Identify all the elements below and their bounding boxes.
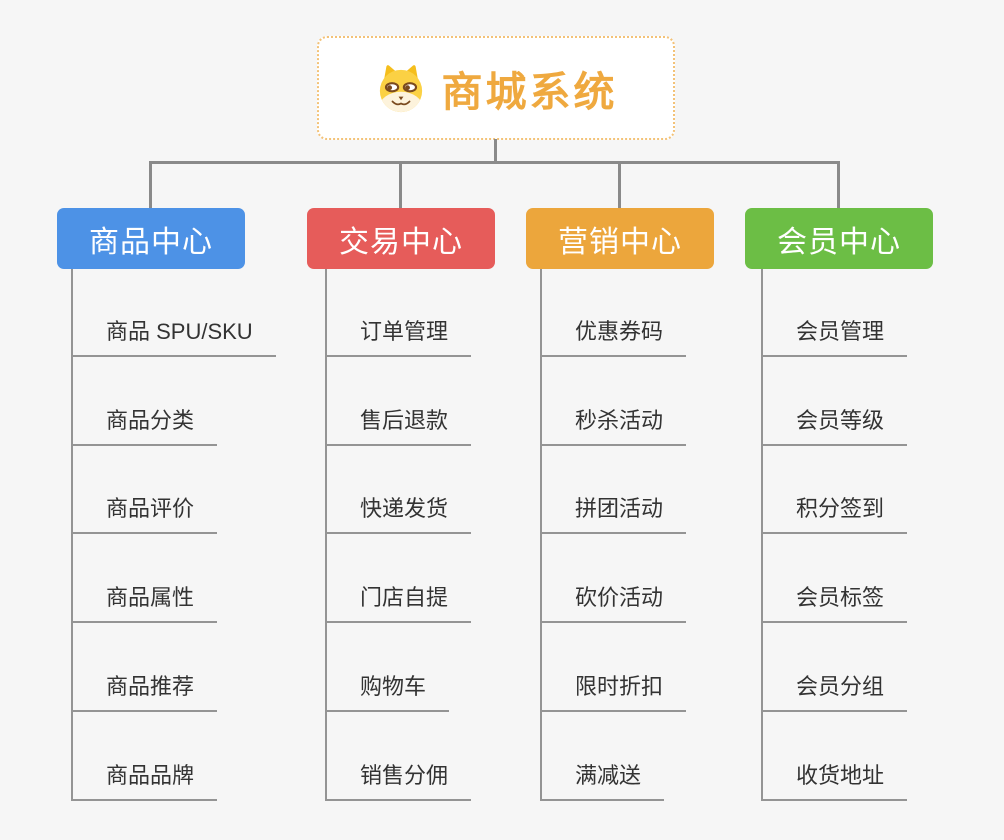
connector-horizontal-rail [149,161,840,164]
leaf-node[interactable]: 限时折扣 [540,666,687,712]
leaf-node[interactable]: 优惠券码 [540,311,687,357]
leaf-node[interactable]: 满减送 [540,755,665,801]
leaf-node[interactable]: 砍价活动 [540,577,687,623]
leaf-node[interactable]: 商品属性 [71,577,218,623]
branch-node-marketing-center[interactable]: 营销中心 [526,208,714,269]
leaf-node[interactable]: 商品推荐 [71,666,218,712]
leaf-node[interactable]: 订单管理 [325,311,472,357]
leaf-node[interactable]: 会员分组 [761,666,908,712]
leaf-node[interactable]: 商品品牌 [71,755,218,801]
leaf-node[interactable]: 会员管理 [761,311,908,357]
leaf-node[interactable]: 快递发货 [325,488,472,534]
leaf-node[interactable]: 会员标签 [761,577,908,623]
branch-node-member-center[interactable]: 会员中心 [745,208,933,269]
leaf-node[interactable]: 商品 SPU/SKU [71,311,276,357]
root-node[interactable]: 商城系统 [317,36,675,140]
connector-drop-marketing-center [618,162,621,208]
leaf-node[interactable]: 会员等级 [761,400,908,446]
root-title: 商城系统 [441,69,618,115]
leaf-node[interactable]: 销售分佣 [325,755,472,801]
leaf-node[interactable]: 购物车 [325,666,450,712]
branch-node-product-center[interactable]: 商品中心 [57,208,245,269]
connector-subline-product-center [71,269,73,801]
connector-drop-member-center [837,162,840,208]
connector-subline-member-center [761,269,763,801]
connector-subline-marketing-center [540,269,542,801]
leaf-node[interactable]: 积分签到 [761,488,908,534]
leaf-node[interactable]: 商品分类 [71,400,218,446]
connector-root-stem [494,139,497,163]
leaf-node[interactable]: 收货地址 [761,755,908,801]
leaf-node[interactable]: 秒杀活动 [540,400,687,446]
branch-node-trade-center[interactable]: 交易中心 [307,208,495,269]
leaf-node[interactable]: 拼团活动 [540,488,687,534]
connector-subline-trade-center [325,269,327,801]
connector-drop-trade-center [399,162,402,208]
leaf-node[interactable]: 售后退款 [325,400,472,446]
doge-face-icon [379,64,422,112]
leaf-node[interactable]: 门店自提 [325,577,472,623]
leaf-node[interactable]: 商品评价 [71,488,218,534]
connector-drop-product-center [149,162,152,208]
